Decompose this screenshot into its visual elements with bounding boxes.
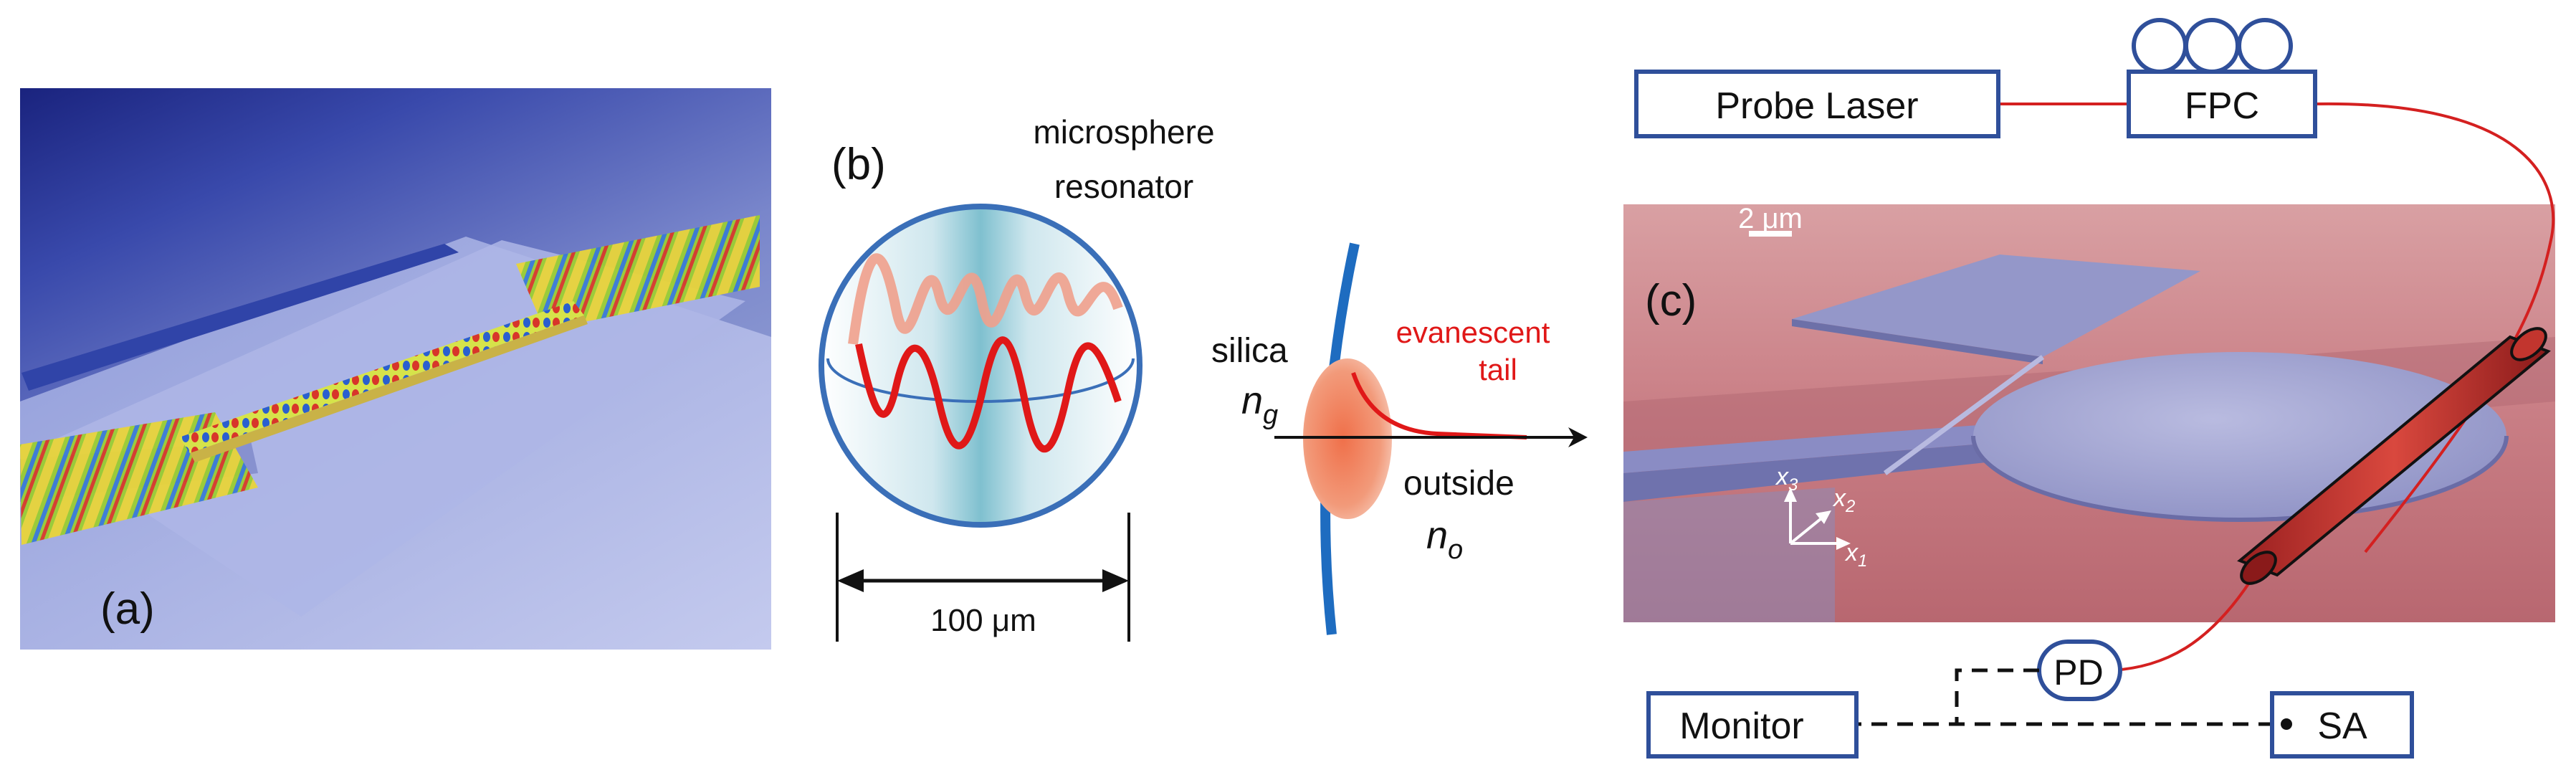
setup-schematic: Probe Laser FPC PD Monitor SA [1634,18,2555,759]
sem-scale-bar [1749,231,1792,237]
tether-beam [1883,355,2045,475]
axis-x3-label: x3 [1775,463,1798,495]
sa-label: SA [2317,705,2367,747]
microsphere [819,204,1142,528]
mode-wave-front [855,336,1122,453]
fpc-paddle-2 [2184,18,2240,74]
evanescent-label-line1: evanescent [1396,315,1550,349]
square-pad [1792,255,2200,357]
right-pad [516,215,760,330]
resonator-label-line1: microsphere [1033,113,1214,151]
panel-c-label: (c) [1645,276,1697,325]
fiber-taper-to-pd [2112,579,2252,672]
scale-bar-100um: 100 μm [836,513,1130,642]
mode-wave-back [848,253,1123,345]
scale-label: 100 μm [930,603,1036,638]
sem-scale-label: 2 μm [1738,203,1803,234]
evanescent-label-line2: tail [1479,353,1517,386]
fpc-box: FPC [2127,18,2317,138]
panel-a-label: (a) [100,584,155,634]
axis-x1-label: x1 [1844,539,1867,571]
probe-laser-box: Probe Laser [1634,70,2000,138]
panel-b-label: (b) [831,140,886,189]
panel-a-illustration: (a) [20,88,771,650]
pd-box: PD [2037,640,2122,701]
pd-signal-line [1955,668,2039,724]
panel-b: (b) microsphere resonator 100 μm silica … [819,113,1588,642]
evanescent-diagram: silica ng evanescent tail outside no [1211,242,1588,635]
pd-label: PD [2053,652,2103,693]
fpc-paddle-3 [2237,18,2293,74]
sphere-outline [819,204,1142,528]
n-g-label: ng [1241,379,1278,430]
outside-label: outside [1403,465,1514,503]
axis-x2-label: x2 [1832,485,1855,516]
n-o-label: no [1426,514,1463,565]
nanobeam [179,301,584,453]
coordinate-axes: x3 x2 x1 [1775,463,1867,571]
panel-c-sem-image: 2 μm (c) x3 x2 x1 [1623,203,2555,622]
resonator-label-line2: resonator [1054,168,1193,205]
evanescent-tail-curve [1351,372,1527,439]
probe-laser-label: Probe Laser [1715,85,1918,127]
tapered-fiber [2237,327,2551,585]
fpc-label: FPC [2185,85,2259,127]
fpc-paddle-1 [2132,18,2188,74]
monitor-label: Monitor [1679,705,1803,747]
silica-label: silica [1211,332,1288,370]
monitor-box: Monitor [1646,691,1859,759]
sa-box: SA [2270,691,2414,759]
